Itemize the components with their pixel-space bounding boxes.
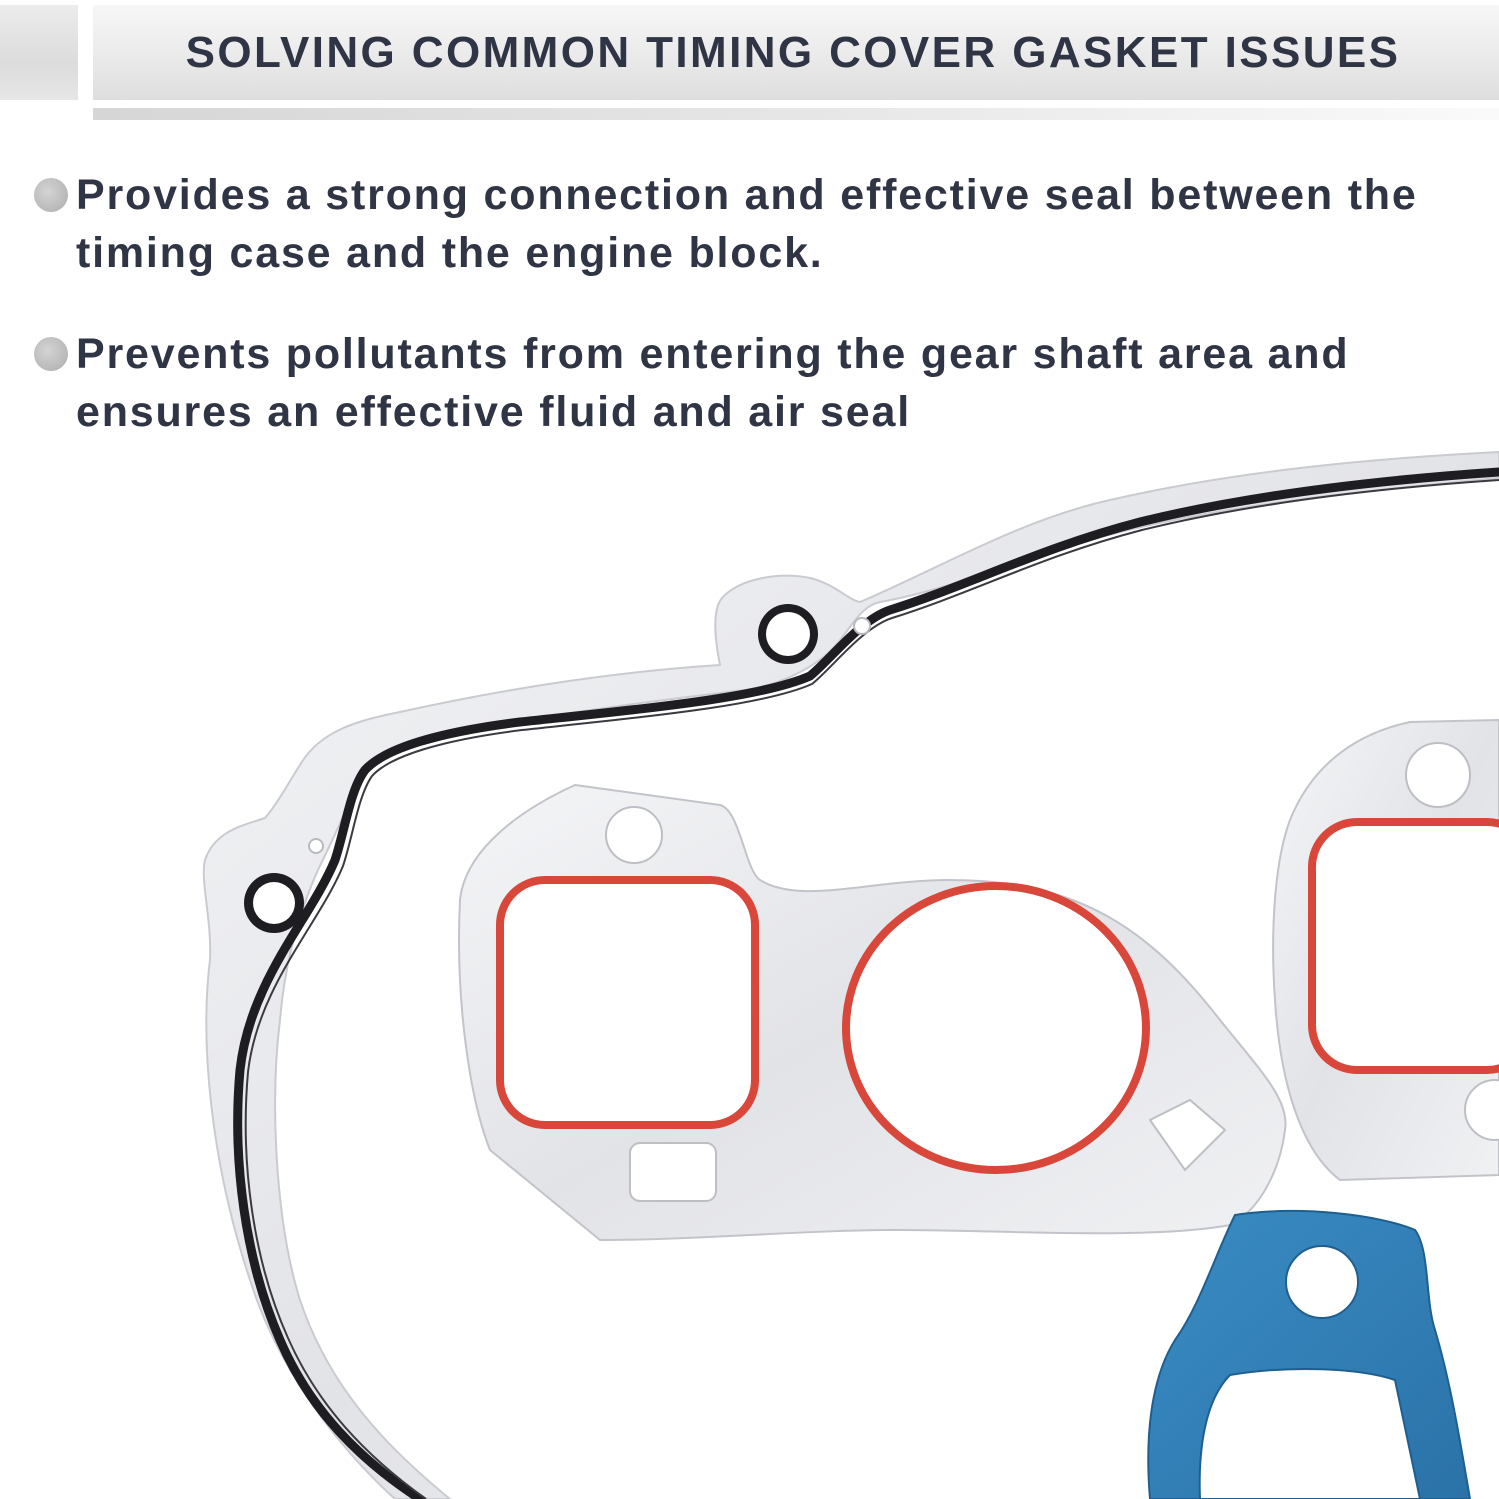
- bullet-dot-icon: [34, 178, 68, 212]
- timing-cover-gasket: [202, 450, 1499, 1499]
- fiber-gasket: [1147, 1209, 1472, 1499]
- gasket-product-photo: [202, 450, 1499, 1499]
- feature-item: Provides a strong connection and effecti…: [34, 166, 1489, 282]
- page-title: SOLVING COMMON TIMING COVER GASKET ISSUE…: [185, 27, 1401, 77]
- feature-text: Prevents pollutants from entering the ge…: [76, 330, 1350, 436]
- header-underline: [93, 108, 1499, 120]
- feature-item: Prevents pollutants from entering the ge…: [34, 325, 1489, 441]
- water-pump-gasket-right: [1272, 718, 1499, 1182]
- bullet-dot-icon: [34, 337, 68, 371]
- feature-text: Provides a strong connection and effecti…: [76, 171, 1418, 277]
- header-accent-block: [0, 5, 78, 100]
- water-pump-gasket: [458, 783, 1287, 1242]
- header-banner: [93, 5, 1499, 100]
